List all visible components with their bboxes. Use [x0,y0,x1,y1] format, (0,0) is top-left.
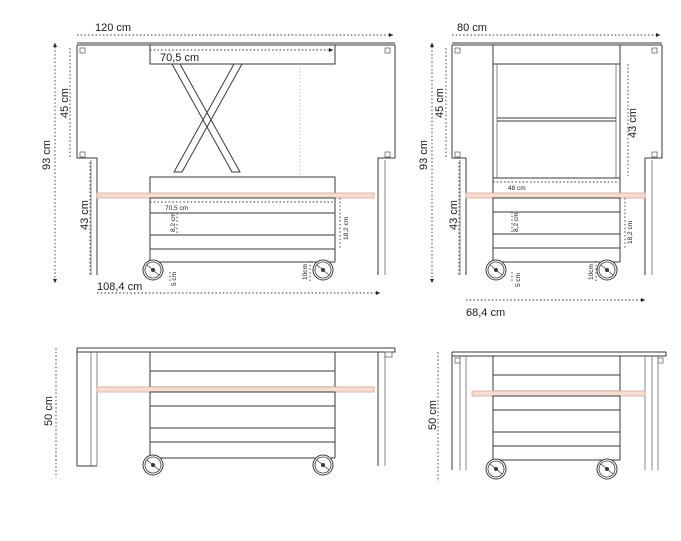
side-dimensions: 80 cm 45 cm 43 cm 93 cm 43 cm 48 cm 8,2 … [418,22,660,319]
dim-48cm: 48 cm [508,185,526,192]
scissor-lift [171,63,243,173]
dim-side-8-2cm: 8,2 cm [513,212,520,232]
corner-bracket [79,151,86,158]
dim-drawer-70-5cm: 70,5 cm [165,205,188,212]
wheel [312,454,334,476]
dim-side-45cm: 45 cm [434,88,446,118]
dim-5cm: 5 cm [171,272,178,286]
dim-side-inner-43cm: 43 cm [627,108,639,138]
side-rail [96,192,375,199]
dim-43cm: 43 cm [79,200,91,230]
wheel [485,458,507,480]
cabinet-top-block [149,176,336,196]
dim-120cm: 120 cm [95,22,131,34]
wheel [142,454,164,476]
dim-108-4cm: 108,4 cm [97,281,142,293]
side-top-block [492,44,621,65]
side-view-closed: 50 cm [427,351,667,482]
dim-70-5cm: 70,5 cm [160,52,199,64]
wheel [596,458,618,480]
drawer-middle [149,212,336,236]
dim-68-4cm: 68,4 cm [466,307,505,319]
dim-80cm: 80 cm [457,22,487,34]
dim-93cm: 93 cm [41,140,53,170]
wheel [596,259,618,281]
dim-side-10cm: 10cm [588,264,595,280]
right-frame-outline [377,45,396,275]
dim-side-43cm: 43 cm [448,200,460,230]
side-view-open [451,42,663,281]
wheel [485,259,507,281]
dim-8-2cm: 8,2 cm [170,212,177,232]
wheel [142,259,164,281]
wheel [312,259,334,281]
corner-bracket [79,47,86,54]
dim-side-93cm: 93 cm [418,140,430,170]
dim-10cm: 10cm [302,264,309,280]
dim-18-2cm: 18,2 cm [343,217,350,240]
left-frame-outline [76,45,98,275]
dim-side-closed-50cm: 50 cm [427,400,439,430]
dim-45cm: 45 cm [59,88,71,118]
corner-bracket [384,151,391,158]
dim-side-18-2cm: 18,2 cm [627,221,634,244]
front-view-closed: 50 cm [43,347,396,478]
drawer-lower [149,234,336,250]
front-dimensions: 120 cm 70,5 cm 45 cm 93 cm 43 cm 70,5 cm… [41,22,393,295]
front-view-open [76,42,396,281]
corner-bracket [384,47,391,54]
side-rail [465,192,646,199]
dim-closed-50cm: 50 cm [43,396,55,426]
dim-side-5cm: 5 cm [515,273,522,287]
